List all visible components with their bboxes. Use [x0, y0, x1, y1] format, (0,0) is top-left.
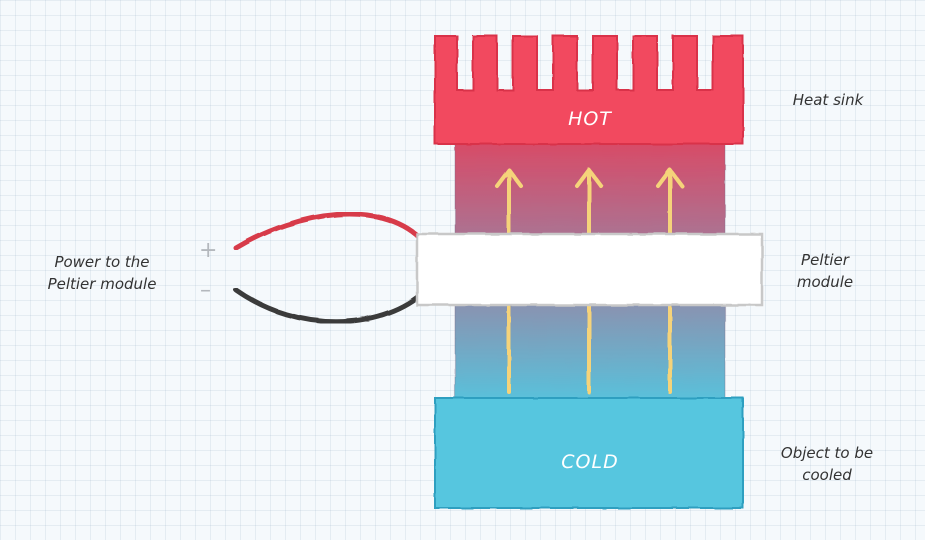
cold-block	[434, 397, 744, 509]
hot-label: HOT	[568, 108, 612, 130]
peltier-module-plate	[415, 232, 764, 307]
negative-terminal-sign: –	[200, 278, 211, 303]
object-label-line-1: Object to be	[780, 444, 874, 462]
object-to-be-cooled-label: Object to be cooled	[762, 442, 892, 486]
power-label-line-1: Power to the	[54, 253, 150, 271]
cold-label: COLD	[561, 451, 619, 473]
wire-negative	[233, 287, 423, 325]
peltier-module-label: Peltier module	[780, 249, 870, 293]
wire-positive	[233, 211, 423, 251]
power-label-line-2: Peltier module	[47, 275, 157, 293]
peltier-module-label-line-1: Peltier	[801, 251, 849, 269]
heat-sink-body	[434, 35, 744, 145]
heat-sink-block	[434, 35, 744, 145]
heat-sink-label: Heat sink	[792, 91, 864, 109]
object-label-line-2: cooled	[802, 466, 852, 484]
positive-terminal-sign: +	[199, 238, 218, 263]
peltier-module-label-line-2: module	[796, 273, 854, 291]
power-label: Power to the Peltier module	[22, 251, 182, 295]
